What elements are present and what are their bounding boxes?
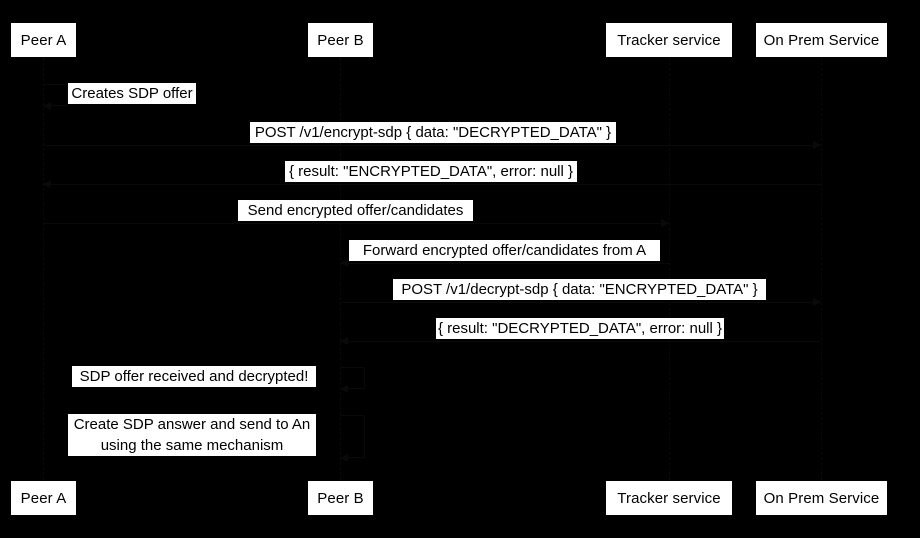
participant-header-tracker-service[interactable]: Tracker service	[605, 22, 733, 58]
message-label-send-encrypted-offer: Send encrypted offer/candidates	[238, 200, 473, 221]
participant-header-peer-a[interactable]: Peer A	[10, 22, 77, 58]
arrow-line-m3	[43, 184, 821, 185]
message-label-post-encrypt-sdp: POST /v1/encrypt-sdp { data: "DECRYPTED_…	[250, 122, 616, 143]
arrow-line-m7	[340, 341, 821, 342]
participant-label: Tracker service	[617, 31, 721, 49]
message-label-post-decrypt-sdp: POST /v1/decrypt-sdp { data: "ENCRYPTED_…	[393, 279, 766, 300]
participant-footer-tracker-service[interactable]: Tracker service	[605, 480, 733, 516]
participant-label: On Prem Service	[763, 489, 880, 507]
message-label-forward-encrypted-offer: Forward encrypted offer/candidates from …	[349, 240, 660, 261]
arrow-self-create-sdp-answer	[340, 415, 365, 458]
lifeline-tracker	[669, 58, 670, 480]
arrow-head-m2	[813, 141, 821, 149]
arrow-head-m8	[340, 385, 348, 393]
lifeline-on-prem	[821, 58, 822, 480]
message-label-result-encrypted-data: { result: "ENCRYPTED_DATA", error: null …	[285, 161, 577, 182]
arrow-head-m9	[340, 454, 348, 462]
arrow-head-m6	[813, 298, 821, 306]
arrow-self-sdp-offer-received	[340, 367, 365, 389]
participant-header-on-prem-service[interactable]: On Prem Service	[755, 22, 888, 58]
arrow-line-m5	[340, 263, 669, 264]
arrow-line-m2	[43, 145, 821, 146]
arrow-head-m5	[340, 259, 348, 267]
arrow-head-m4	[661, 219, 669, 227]
participant-footer-peer-b[interactable]: Peer B	[307, 480, 374, 516]
arrow-head-m7	[340, 337, 348, 345]
participant-label: On Prem Service	[763, 31, 880, 49]
arrow-self-creates-sdp-offer	[43, 84, 68, 106]
arrow-line-m4	[43, 223, 669, 224]
participant-label: Peer B	[317, 31, 364, 49]
lifeline-peer-b	[340, 58, 341, 480]
participant-label: Tracker service	[617, 489, 721, 507]
message-label-creates-sdp-offer: Creates SDP offer	[68, 83, 196, 104]
participant-label: Peer B	[317, 489, 364, 507]
message-label-sdp-offer-received: SDP offer received and decrypted!	[72, 366, 316, 387]
participant-footer-on-prem-service[interactable]: On Prem Service	[755, 480, 888, 516]
participant-label: Peer A	[20, 489, 67, 507]
arrow-head-m1	[43, 102, 51, 110]
lifeline-peer-a	[43, 58, 44, 480]
arrow-line-m6	[340, 302, 821, 303]
participant-footer-peer-a[interactable]: Peer A	[10, 480, 77, 516]
message-label-result-decrypted-data: { result: "DECRYPTED_DATA", error: null …	[436, 318, 724, 339]
message-label-create-sdp-answer: Create SDP answer and send to An using t…	[68, 414, 316, 456]
participant-label: Peer A	[20, 31, 67, 49]
participant-header-peer-b[interactable]: Peer B	[307, 22, 374, 58]
arrow-head-m3	[43, 180, 51, 188]
